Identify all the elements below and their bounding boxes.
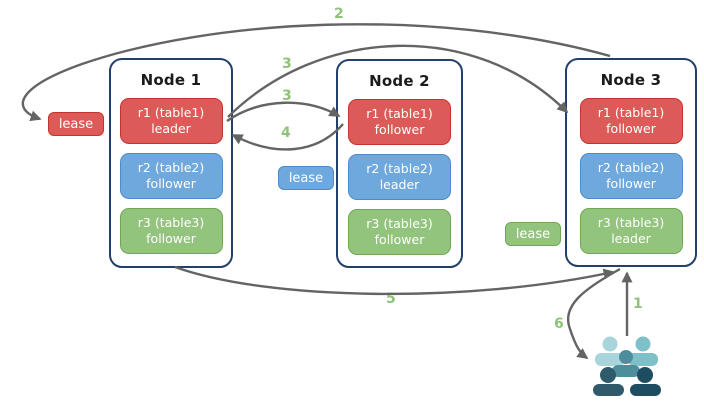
replica-role: follower bbox=[146, 176, 196, 191]
node-1-replica-r2: r2 (table2) follower bbox=[119, 153, 223, 199]
step-label-1: 1 bbox=[633, 296, 643, 312]
person-icon bbox=[630, 367, 661, 396]
users-group-icon bbox=[593, 336, 661, 396]
step-label-6: 6 bbox=[554, 316, 564, 332]
replica-name: r2 (table2) bbox=[597, 159, 665, 175]
step-label-5: 5 bbox=[386, 291, 396, 307]
node-3-replica-r1: r1 (table1) follower bbox=[579, 98, 683, 144]
step-label-3a: 3 bbox=[282, 56, 292, 72]
node-1-replica-r1: r1 (table1) leader bbox=[119, 98, 223, 144]
person-icon bbox=[628, 336, 658, 366]
node-1-title: Node 1 bbox=[140, 71, 202, 89]
replica-role: leader bbox=[151, 121, 191, 136]
replica-name: r3 (table3) bbox=[137, 214, 205, 230]
replica-name: r1 (table1) bbox=[137, 104, 205, 120]
replica-name: r3 (table3) bbox=[597, 214, 665, 230]
node-2: Node 2 r1 (table1) follower r2 (table2) … bbox=[336, 59, 463, 268]
person-icon bbox=[595, 336, 625, 366]
lease-badge-table2: lease bbox=[278, 166, 334, 190]
replica-name: r2 (table2) bbox=[137, 159, 205, 175]
step-label-3b: 3 bbox=[282, 88, 292, 104]
replica-role: leader bbox=[611, 231, 651, 246]
replica-role: follower bbox=[146, 231, 196, 246]
arrow-step-3-leader-to-node2-follower bbox=[226, 101, 341, 122]
node-1-replica-r3: r3 (table3) follower bbox=[119, 208, 223, 254]
node-2-replica-r2: r2 (table2) leader bbox=[348, 154, 451, 200]
lease-badge-table1: lease bbox=[48, 112, 104, 136]
replica-role: follower bbox=[606, 176, 656, 191]
node-1: Node 1 r1 (table1) leader r2 (table2) fo… bbox=[109, 58, 233, 268]
replica-name: r1 (table1) bbox=[597, 104, 665, 120]
node-2-replica-r1: r1 (table1) follower bbox=[348, 99, 451, 145]
node-3-replica-r3: r3 (table3) leader bbox=[579, 208, 683, 254]
replica-name: r3 (table3) bbox=[366, 215, 433, 231]
replica-role: follower bbox=[606, 121, 656, 136]
replica-role: follower bbox=[374, 232, 425, 247]
replica-role: follower bbox=[374, 122, 425, 137]
node-3-title: Node 3 bbox=[600, 71, 662, 89]
node-3-replica-r2: r2 (table2) follower bbox=[579, 153, 683, 199]
replica-name: r1 (table1) bbox=[366, 105, 433, 121]
step-label-4: 4 bbox=[281, 125, 291, 141]
node-3: Node 3 r1 (table1) follower r2 (table2) … bbox=[565, 58, 697, 267]
person-icon bbox=[612, 350, 640, 377]
node-2-title: Node 2 bbox=[369, 72, 430, 90]
replica-role: leader bbox=[379, 177, 420, 192]
lease-badge-table3: lease bbox=[505, 222, 561, 246]
person-icon bbox=[593, 367, 624, 396]
replica-name: r2 (table2) bbox=[366, 160, 433, 176]
node-2-replica-r3: r3 (table3) follower bbox=[348, 209, 451, 255]
arrow-step-5-node1-to-node3 bbox=[174, 265, 615, 296]
step-label-2: 2 bbox=[334, 6, 344, 22]
